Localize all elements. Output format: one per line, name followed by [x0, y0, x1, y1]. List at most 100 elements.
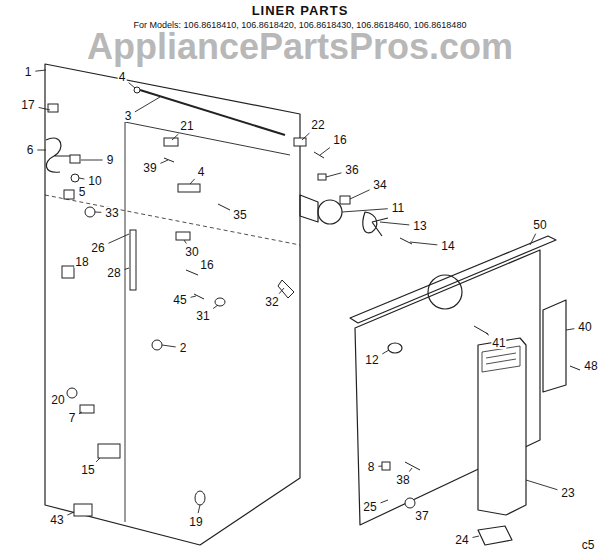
callout-number: 13	[412, 220, 427, 232]
callout-number: 45	[172, 294, 187, 306]
callout-number: 31	[195, 310, 210, 322]
leader-line	[125, 268, 129, 269]
leader-line	[320, 148, 330, 155]
leader-line	[129, 83, 135, 88]
callout-number: 37	[414, 510, 429, 522]
liner-divider	[45, 195, 300, 245]
callout-number: 28	[106, 267, 121, 279]
leader-line	[172, 134, 178, 140]
leader-line	[39, 107, 50, 110]
figure-code: c5	[581, 539, 596, 551]
callout-number: 19	[188, 516, 203, 528]
duct-grille	[482, 346, 520, 372]
callout-number: 35	[232, 209, 247, 221]
leader-line	[410, 242, 437, 245]
side-panel	[543, 300, 566, 392]
leader-line	[162, 345, 176, 347]
leader-line	[37, 150, 46, 151]
leader-line	[526, 480, 557, 490]
callout-number: 30	[184, 246, 199, 258]
top-strip	[350, 236, 556, 323]
fan-blade	[363, 212, 388, 236]
callout-number: 5	[78, 186, 87, 198]
callout-number: 48	[583, 360, 598, 372]
callout-number: 4	[118, 71, 127, 83]
diagram-title: LINER PARTS	[252, 4, 349, 17]
rod	[140, 90, 285, 135]
callout-number: 22	[310, 119, 325, 131]
leader-line	[342, 209, 388, 212]
liner-outline	[45, 64, 300, 545]
leader-line	[190, 179, 195, 184]
callout-number: 33	[104, 207, 119, 219]
callout-number: 17	[20, 99, 35, 111]
callout-number: 1	[24, 66, 33, 78]
callout-number: 38	[395, 474, 410, 486]
callout-number: 34	[372, 179, 387, 191]
leader-line	[198, 505, 200, 513]
leader-line	[530, 234, 536, 245]
callout-number: 21	[179, 120, 194, 132]
leader-line	[326, 173, 341, 177]
leader-line	[473, 536, 479, 538]
air-duct	[478, 338, 526, 515]
callout-number: 10	[87, 175, 102, 187]
leader-line	[96, 458, 100, 462]
callout-number: 14	[440, 240, 455, 252]
callout-number: 43	[49, 514, 64, 526]
leader-line	[378, 466, 382, 467]
leader-line	[486, 333, 489, 335]
leader-line	[160, 160, 168, 163]
callout-number: 32	[264, 296, 279, 308]
callout-number: 39	[142, 162, 157, 174]
callout-number: 18	[74, 256, 89, 268]
callout-number: 20	[50, 394, 65, 406]
callout-number: 8	[367, 461, 376, 473]
leader-line	[79, 178, 84, 179]
leader-line	[81, 160, 103, 161]
callout-number: 12	[364, 354, 379, 366]
duct-cap	[478, 526, 512, 545]
liner-inner-edge	[125, 122, 290, 522]
evaporator-cover	[355, 250, 540, 525]
cover-hole	[428, 275, 462, 309]
callout-number: 50	[532, 219, 547, 231]
callout-number: 2	[179, 342, 188, 354]
leader-line	[135, 97, 160, 112]
leader-line	[566, 329, 574, 330]
callout-number: 4	[197, 166, 206, 178]
motor-bracket	[300, 195, 318, 222]
callout-number: 36	[344, 164, 359, 176]
callout-number: 16	[199, 259, 214, 271]
callout-number: 25	[362, 501, 377, 513]
fan-motor	[318, 200, 342, 224]
callout-number: 16	[332, 134, 347, 146]
leader-line	[279, 288, 284, 294]
callout-number: 3	[124, 110, 133, 122]
callout-number: 15	[80, 464, 95, 476]
leader-line	[382, 350, 389, 354]
leader-line	[380, 500, 388, 503]
leader-line	[409, 468, 412, 472]
callout-number: 24	[454, 534, 469, 546]
leader-line	[213, 305, 218, 309]
callout-number: 7	[68, 412, 77, 424]
watermark: AppliancePartsPros.com	[87, 29, 513, 65]
callout-number: 40	[577, 321, 592, 333]
callout-number: 26	[90, 242, 105, 254]
leader-line	[79, 412, 82, 414]
leader-line	[302, 133, 309, 140]
leader-line	[350, 190, 370, 199]
leader-line	[95, 212, 101, 213]
leader-line	[380, 222, 409, 225]
callout-number: 9	[106, 154, 115, 166]
leader-line	[67, 512, 74, 515]
leader-line	[35, 70, 46, 71]
leader-line	[184, 240, 186, 244]
callout-number: 23	[560, 487, 575, 499]
wire-harness	[46, 138, 70, 172]
small-parts	[48, 87, 580, 516]
grommet	[388, 343, 402, 353]
leader-line	[108, 234, 129, 243]
